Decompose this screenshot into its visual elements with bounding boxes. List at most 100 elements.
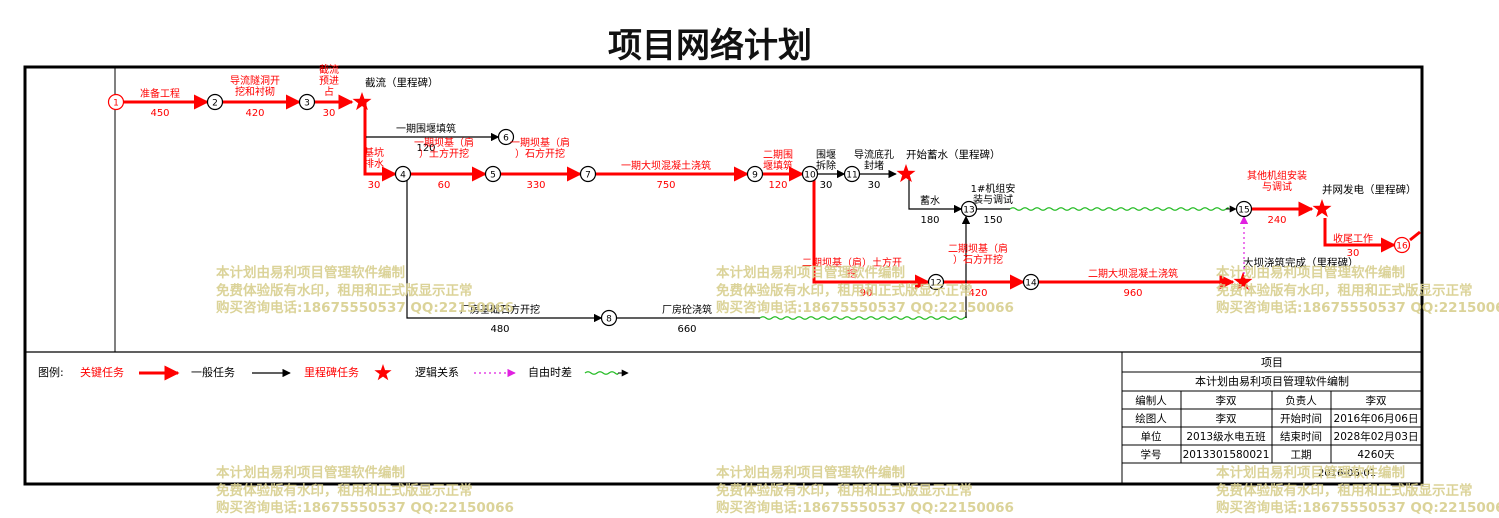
- node-label: 1: [113, 99, 119, 109]
- task-name-t7: 一期坝基（肩）石方开挖: [510, 136, 570, 160]
- node-label: 16: [1396, 242, 1408, 252]
- task-name-t13: 1#机组安装与调试: [971, 182, 1016, 206]
- info-cell: 单位: [1141, 430, 1163, 443]
- node-label: 3: [304, 99, 310, 109]
- node-14: 14: [1022, 273, 1040, 291]
- node-circle: [484, 165, 502, 183]
- task-name-t2: 导流隧洞开挖和衬砌: [230, 74, 280, 98]
- legend-slack-label: 自由时差: [528, 365, 572, 379]
- node-label: 7: [585, 171, 591, 181]
- node-label: 4: [400, 171, 406, 181]
- node-1: 1: [107, 93, 125, 111]
- task-name-t9: 二期围堰填筑: [763, 149, 793, 172]
- node-label: 15: [1238, 206, 1249, 216]
- node-4: 4: [394, 165, 412, 183]
- task-name-t14: 二期坝基（肩）土方开挖: [802, 256, 902, 280]
- node-label: 10: [804, 171, 816, 181]
- task-duration-t17: 240: [1267, 215, 1286, 226]
- info-cell: 结束时间: [1280, 430, 1322, 443]
- task-duration-t13: 150: [983, 215, 1002, 226]
- node-circle: [394, 165, 412, 183]
- task-arrow-t4: [363, 102, 397, 182]
- node-circle: [600, 309, 618, 327]
- task-duration-t6: 60: [438, 180, 451, 191]
- info-cell: 2013301580021: [1183, 449, 1270, 461]
- legend-slack-line: [584, 371, 619, 375]
- task-duration-t1: 450: [150, 108, 169, 119]
- info-cell: 编制人: [1135, 394, 1167, 407]
- task-duration-t14: 90: [860, 288, 873, 299]
- node-13: 13: [960, 200, 978, 218]
- info-cell: 2013级水电五班: [1186, 430, 1266, 443]
- task-duration-t10: 30: [820, 180, 833, 191]
- task-name-t3: 截流预进占: [319, 63, 339, 98]
- info-table-header: 项目: [1261, 356, 1283, 369]
- task-duration-t11: 30: [868, 180, 881, 191]
- node-15: 15: [1235, 200, 1253, 218]
- task-arrow-t12: [908, 174, 963, 214]
- task-arrow-end: [1409, 230, 1421, 242]
- node-11: 11: [843, 165, 861, 183]
- page-title: 项目网络计划: [608, 26, 812, 66]
- node-circle: [107, 93, 125, 111]
- info-table-subheader: 本计划由易利项目管理软件编制: [1195, 374, 1349, 388]
- node-circle: [960, 200, 978, 218]
- node-5: 5: [484, 165, 502, 183]
- info-cell: 开始时间: [1280, 412, 1322, 425]
- milestone-star-m1: [352, 92, 372, 111]
- task-name-t8: 一期大坝混凝土浇筑: [621, 159, 711, 172]
- task-name-t11: 导流底孔封堵: [854, 148, 894, 172]
- node-label: 9: [752, 171, 758, 181]
- node-circle: [801, 165, 819, 183]
- node-3: 3: [298, 93, 316, 111]
- info-cell: 2028年02月03日: [1334, 430, 1419, 443]
- task-duration-t9: 120: [768, 180, 787, 191]
- node-circle: [579, 165, 597, 183]
- legend-logic-label: 逻辑关系: [415, 365, 459, 379]
- task-name-t18: 收尾工作: [1333, 232, 1373, 245]
- task-duration-t7: 330: [526, 180, 545, 191]
- legend-prefix: 图例:: [38, 365, 64, 379]
- legend-milestone-star: [374, 364, 392, 381]
- legend-milestone-label: 里程碑任务: [304, 366, 359, 379]
- task-name-t19: 厂房基础石方开挖: [460, 303, 540, 316]
- node-label: 2: [212, 99, 218, 109]
- node-6: 6: [497, 128, 515, 146]
- node-circle: [746, 165, 764, 183]
- node-label: 5: [490, 171, 496, 181]
- info-cell: 李双: [1216, 412, 1238, 425]
- task-name-t4: 基坑排水: [364, 146, 384, 170]
- node-label: 11: [846, 171, 857, 181]
- node-label: 8: [606, 315, 612, 325]
- node-circle: [927, 273, 945, 291]
- task-duration-t4: 30: [368, 180, 381, 191]
- node-label: 6: [503, 134, 509, 144]
- task-duration-t12: 180: [920, 215, 939, 226]
- node-2: 2: [206, 93, 224, 111]
- legend-normal-label: 一般任务: [191, 366, 235, 379]
- slack-wave-t20: [759, 316, 967, 320]
- task-duration-t3: 30: [323, 108, 336, 119]
- node-10: 10: [801, 165, 819, 183]
- milestone-star-m4: [1312, 199, 1332, 218]
- task-name-t16: 二期大坝混凝土浇筑: [1088, 267, 1178, 280]
- node-12: 12: [927, 273, 945, 291]
- node-circle: [206, 93, 224, 111]
- outer-frame: [23, 65, 1424, 486]
- node-label: 13: [963, 206, 974, 216]
- task-arrow-t18: [1323, 218, 1396, 253]
- task-duration-t8: 750: [656, 180, 675, 191]
- task-duration-t20: 660: [677, 324, 696, 335]
- milestone-star-m2: [896, 164, 916, 183]
- node-circle: [497, 128, 515, 146]
- task-duration-t2: 420: [245, 108, 264, 119]
- milestone-label-m1: 截流（里程碑）: [365, 76, 439, 89]
- milestone-label-m2: 开始蓄水（里程碑）: [906, 148, 1001, 161]
- legend-critical-label: 关键任务: [80, 365, 124, 379]
- slack-wave-t13: [1009, 207, 1229, 211]
- info-cell: 负责人: [1285, 394, 1317, 407]
- info-cell: 学号: [1141, 448, 1162, 461]
- node-8: 8: [600, 309, 618, 327]
- task-name-t10: 围堰拆除: [816, 149, 836, 172]
